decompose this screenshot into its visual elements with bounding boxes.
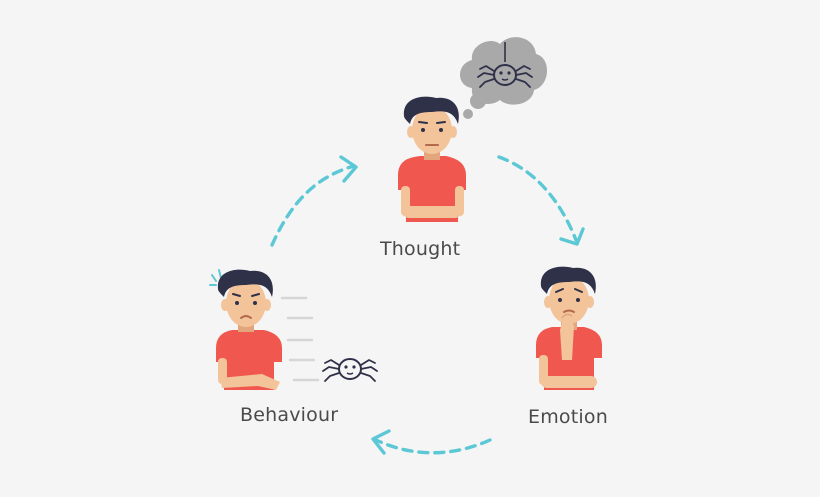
arrowhead-to-behaviour-icon (371, 429, 391, 455)
thought-label: Thought (380, 238, 461, 260)
arrowhead-to-emotion-icon (559, 227, 585, 246)
emotion-label: Emotion (528, 406, 608, 428)
motion-lines-icon (280, 296, 320, 382)
spider-icon (477, 64, 533, 88)
behaviour-label: Behaviour (240, 404, 339, 426)
arrowhead-to-thought-icon (339, 155, 358, 183)
behaviour-character (209, 269, 282, 390)
spider-icon (322, 358, 378, 382)
arrow-behaviour-to-thought (270, 164, 356, 247)
thought-cloud-icon (460, 37, 548, 119)
emotion-character (536, 266, 602, 390)
arrow-thought-to-emotion (497, 155, 578, 242)
arrow-emotion-to-behaviour (374, 438, 492, 455)
thought-character (398, 96, 466, 222)
sweat-drops-icon (209, 269, 222, 286)
